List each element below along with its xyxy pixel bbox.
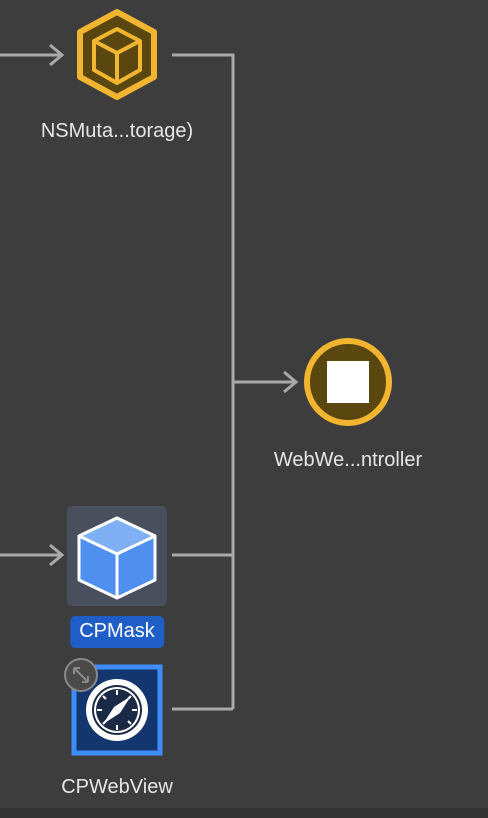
nsmutable-node-icon[interactable] <box>77 9 157 100</box>
node-label-nsmutable: NSMuta...torage) <box>40 120 194 142</box>
bottom-divider <box>0 808 488 818</box>
connector-lines <box>0 43 299 711</box>
cpwebview-node-icon[interactable] <box>64 658 163 756</box>
node-label-webwe: WebWe...ntroller <box>273 449 423 471</box>
incoming-arrow-cpmask <box>0 543 65 567</box>
compass-safari-icon <box>86 679 148 741</box>
cpmask-node-icon[interactable] <box>67 506 167 606</box>
webwe-node-icon[interactable] <box>304 338 392 426</box>
node-label-cpmask: CPMask <box>70 616 164 648</box>
object-cube-icon <box>77 9 157 100</box>
arrow-to-webwe <box>233 370 299 394</box>
cube-icon <box>77 516 157 600</box>
expand-icon[interactable] <box>64 658 98 692</box>
view-controller-icon <box>304 338 392 426</box>
connector-nsmutable <box>172 53 235 709</box>
incoming-arrow-nsmutable <box>0 43 65 67</box>
node-label-cpwebview: CPWebView <box>61 776 173 798</box>
